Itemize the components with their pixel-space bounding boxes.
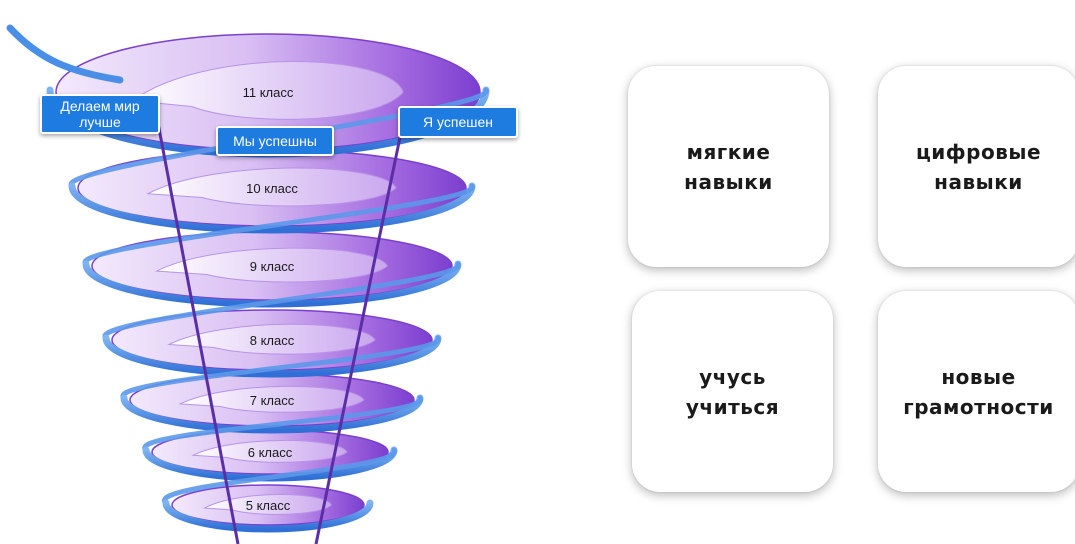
card-soft-skills[interactable]: мягкие навыки [628, 66, 829, 267]
education-spiral-diagram: 11 класс 10 класс 9 класс 8 класс 7 класс 6 к… [6, 24, 490, 544]
card-digital-skills-label: цифровые навыки [915, 139, 1042, 194]
level-label-5: 6 класс [248, 445, 293, 460]
spiral-arrow-1 [146, 167, 397, 207]
spiral-bands [55, 33, 481, 526]
spiral-ribbon-4 [120, 394, 424, 434]
spiral-connector-3 [120, 335, 441, 401]
card-new-literacies-label: новые грамотности [903, 364, 1054, 419]
spiral-arrow-5 [191, 439, 348, 463]
level-label-3: 8 класс [250, 333, 295, 348]
ribbon-tail [6, 24, 124, 84]
spiral-ribbon-3 [102, 334, 442, 378]
spiral-connector-2 [102, 261, 461, 341]
level-label-4: 7 класс [250, 393, 295, 408]
funnel-lines [155, 117, 406, 544]
card-soft-skills-label: мягкие навыки [684, 139, 773, 194]
funnel-line-left [155, 117, 240, 544]
callout-we-are-successful: Мы успешны [216, 126, 334, 156]
spiral-ribbon-1 [68, 182, 476, 234]
callout-make-world-better: Делаем мир лучше [40, 94, 160, 134]
spiral-arrow-0 [131, 61, 404, 120]
funnel-line-right [314, 117, 406, 544]
level-labels: 11 класс 10 класс 9 класс 8 класс 7 класс 6 к… [243, 85, 299, 513]
spiral-arrow-4 [178, 385, 365, 413]
card-digital-skills[interactable]: цифровые навыки [878, 66, 1075, 267]
spiral-arrow-2 [154, 247, 388, 283]
spiral-connector-1 [82, 183, 475, 267]
spiral-arrow-6 [203, 494, 332, 515]
spiral-arrow-3 [167, 323, 376, 355]
level-label-1: 10 класс [246, 181, 298, 196]
spiral-connector-5 [162, 447, 397, 506]
level-label-2: 9 класс [250, 259, 295, 274]
card-new-literacies[interactable]: новые грамотности [878, 291, 1075, 492]
spiral-connector-4 [142, 395, 423, 453]
card-learning-to-learn[interactable]: учусь учиться [632, 291, 833, 492]
spiral-ribbon-6 [162, 499, 374, 533]
callout-i-am-successful: Я успешен [398, 106, 518, 138]
level-label-6: 5 класс [246, 498, 291, 513]
card-learning-to-learn-label: учусь учиться [685, 364, 780, 419]
level-label-0: 11 класс [243, 85, 294, 100]
